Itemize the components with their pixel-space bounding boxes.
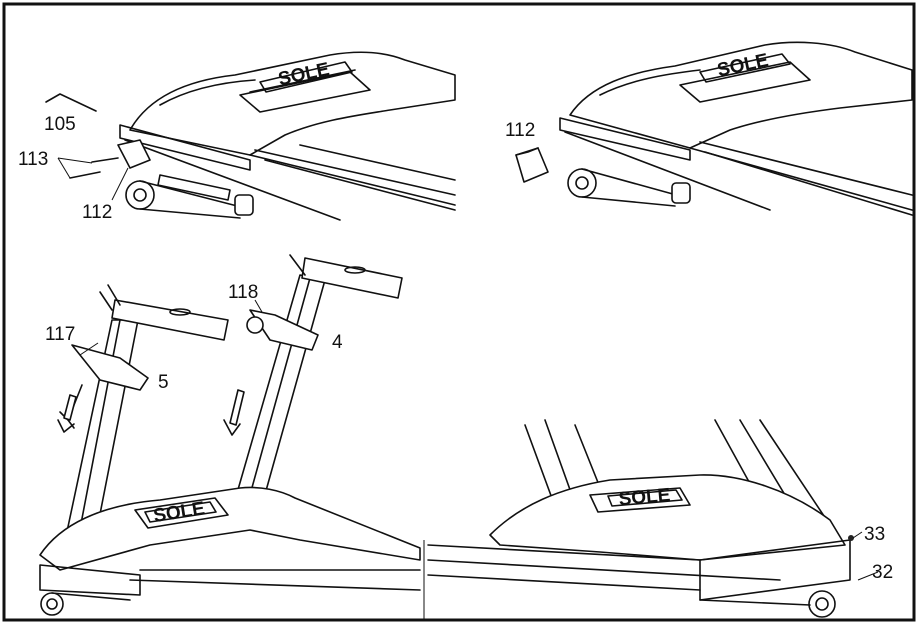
callout-32: 32	[872, 562, 893, 583]
callout-4: 4	[332, 332, 343, 353]
panel-bottom-left: SOLE	[39, 254, 421, 616]
callout-33: 33	[864, 524, 885, 545]
logo-plate: SOLE	[607, 485, 683, 510]
panel-top-right: SOLE	[515, 41, 913, 216]
callout-105: 105	[44, 114, 76, 135]
down-arrow-icon	[223, 419, 241, 436]
panel-bottom-right: SOLE	[427, 419, 879, 618]
screw-icon	[69, 157, 119, 179]
callout-117: 117	[45, 324, 75, 345]
logo-text: SOLE	[618, 485, 671, 510]
callout-112: 112	[505, 120, 535, 141]
callout-112: 112	[82, 202, 112, 223]
callout-118: 118	[228, 282, 258, 303]
callout-5: 5	[158, 372, 169, 393]
hex-key-icon	[45, 93, 97, 112]
panel-top-left: SOLE	[45, 51, 456, 221]
callout-113: 113	[18, 149, 48, 170]
screw-icon	[848, 535, 854, 541]
